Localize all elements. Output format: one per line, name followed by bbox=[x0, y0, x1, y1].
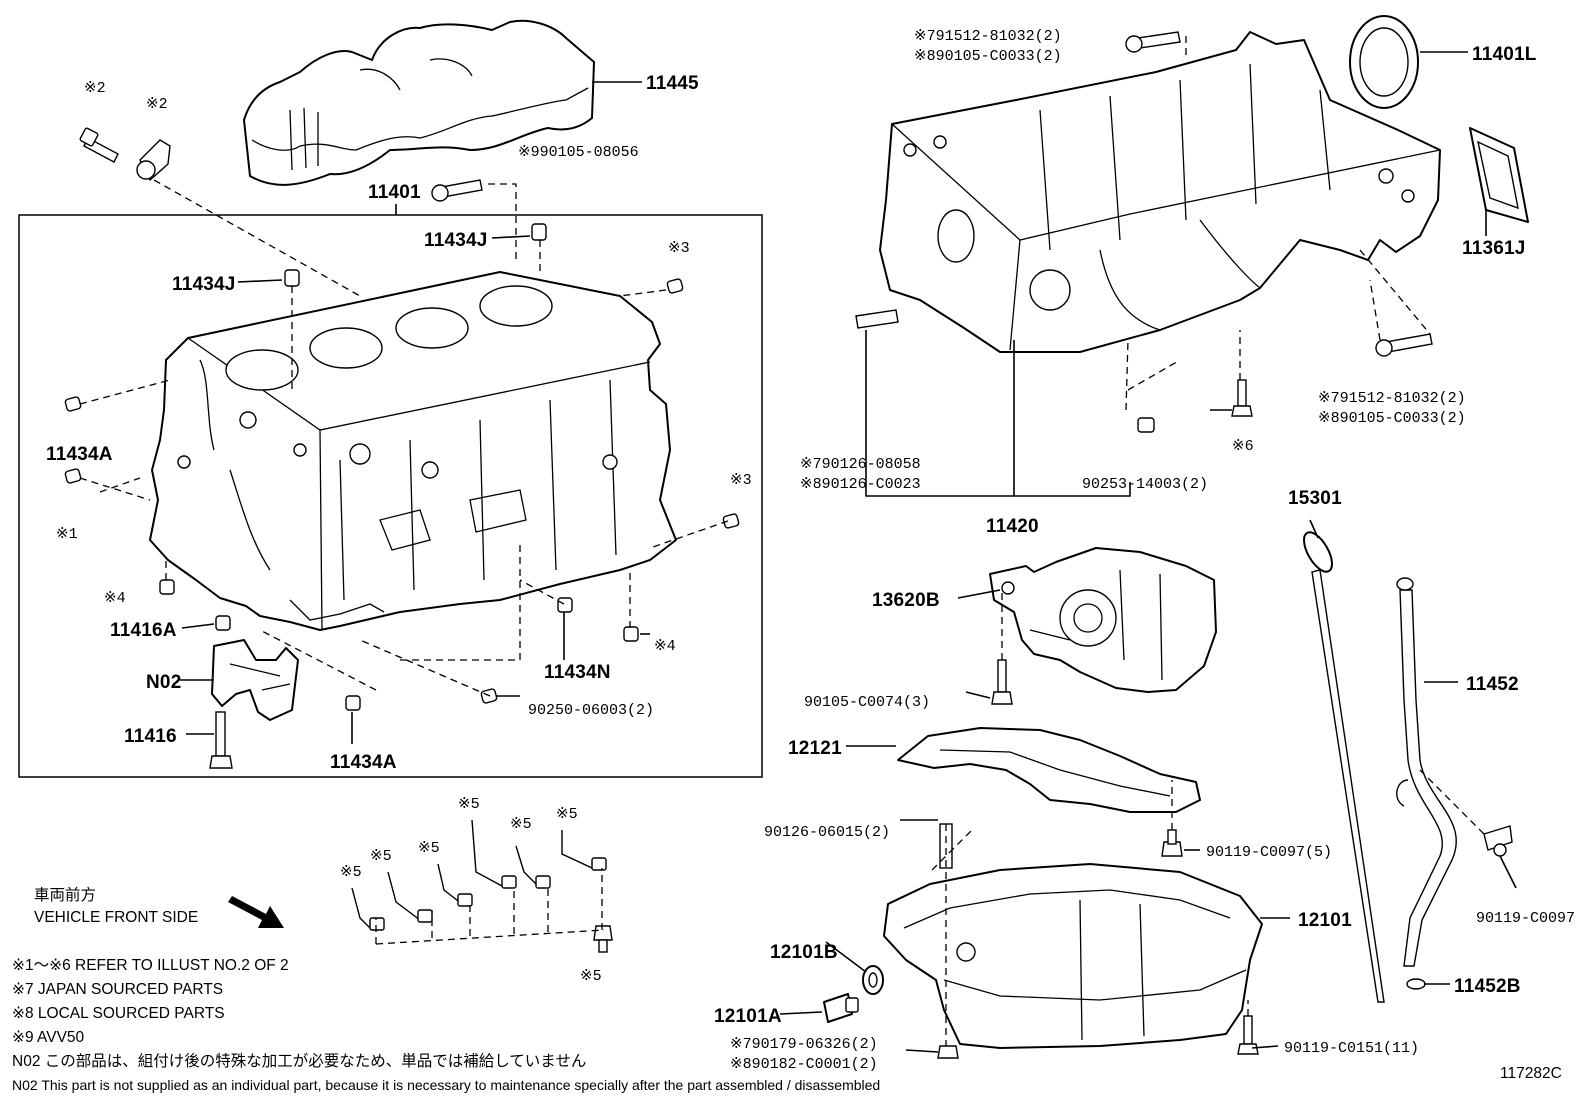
bracket-lines bbox=[395, 204, 1131, 497]
ref-90119-C0151: 90119-C0151(11) bbox=[1284, 1040, 1419, 1057]
ref-90253-14003: 90253-14003(2) bbox=[1082, 476, 1208, 493]
cover-11361J bbox=[1469, 127, 1529, 223]
label-12101: 12101 bbox=[1298, 910, 1352, 931]
ref-5-b: ※5 bbox=[370, 848, 392, 865]
note-n02-jp: N02 この部品は、組付け後の特殊な加工が必要なため、単品では補給していません bbox=[12, 1052, 586, 1070]
label-11445: 11445 bbox=[646, 73, 699, 94]
vehicle-front-en: VEHICLE FRONT SIDE bbox=[34, 909, 198, 926]
ref-90105-top: ※890105-C0033(2) bbox=[914, 48, 1062, 65]
ref-5-c: ※5 bbox=[418, 840, 440, 857]
ref-9-bolt: ※990105-08056 bbox=[518, 144, 639, 161]
ref-3-lower: ※3 bbox=[730, 472, 752, 489]
reference-labels: ※2 ※2 ※990105-08056 ※3 ※3 ※1 ※4 ※4 90250… bbox=[56, 28, 1575, 1073]
label-12101B: 12101B bbox=[770, 942, 838, 963]
ref-90119-C0097-5: 90119-C0097(5) bbox=[1206, 844, 1332, 861]
oil-jets bbox=[351, 819, 613, 953]
oil-pan-12101 bbox=[883, 863, 1263, 1059]
note-japan-sourced: ※7 JAPAN SOURCED PARTS bbox=[12, 981, 223, 998]
label-11434J-upper: 11434J bbox=[424, 230, 488, 251]
label-11434A-left: 11434A bbox=[46, 444, 113, 465]
label-12101A: 12101A bbox=[714, 1006, 782, 1027]
ref-5-g: ※5 bbox=[580, 968, 602, 985]
dipstick-guide-11452 bbox=[1396, 577, 1513, 990]
ref-90119-C0097: 90119-C0097 bbox=[1476, 910, 1575, 927]
ref-2-sensor: ※2 bbox=[146, 96, 168, 113]
assembly-frame bbox=[18, 214, 763, 778]
label-11452B: 11452B bbox=[1454, 976, 1521, 997]
note-local-sourced: ※8 LOCAL SOURCED PARTS bbox=[12, 1005, 225, 1022]
note-avv50: ※9 AVV50 bbox=[12, 1029, 85, 1046]
label-N02: N02 bbox=[146, 672, 181, 693]
stiffening-crankcase-11420 bbox=[879, 31, 1441, 353]
label-11434N: 11434N bbox=[544, 662, 611, 683]
ref-3-upper: ※3 bbox=[668, 240, 690, 257]
drain-gasket-12101B bbox=[862, 965, 884, 995]
label-15301: 15301 bbox=[1288, 488, 1342, 509]
label-11401L: 11401L bbox=[1472, 44, 1537, 65]
ref-5-e: ※5 bbox=[510, 816, 532, 833]
cylinder-block-11401 bbox=[149, 271, 677, 631]
ref-91512-top: ※791512-81032(2) bbox=[914, 28, 1062, 45]
label-11401: 11401 bbox=[368, 182, 421, 203]
ref-5-f: ※5 bbox=[556, 806, 578, 823]
ref-90126-06015: 90126-06015(2) bbox=[764, 824, 890, 841]
label-11434A-bottom: 11434A bbox=[330, 752, 397, 773]
ref-90126-08058: ※790126-08058 bbox=[800, 456, 921, 473]
ref-5-d: ※5 bbox=[458, 796, 480, 813]
ref-6: ※6 bbox=[1232, 438, 1254, 455]
ref-2-bolt: ※2 bbox=[84, 80, 106, 97]
vehicle-front-arrow-icon bbox=[228, 896, 284, 928]
ref-90250-06003: 90250-06003(2) bbox=[528, 702, 654, 719]
oil-pump-13620B bbox=[989, 547, 1217, 705]
notes: 車両前方 VEHICLE FRONT SIDE ※1～※6 REFER TO I… bbox=[12, 886, 1562, 1093]
ref-4-left: ※4 bbox=[104, 590, 126, 607]
part-labels: 11445 11401L 11401 11361J 11434J 11434J … bbox=[46, 44, 1537, 1027]
ref-90105-right: ※890105-C0033(2) bbox=[1318, 410, 1466, 427]
label-11361J: 11361J bbox=[1462, 238, 1526, 259]
vehicle-front-jp: 車両前方 bbox=[34, 886, 96, 904]
ref-1: ※1 bbox=[56, 526, 78, 543]
dipstick-15301 bbox=[1303, 531, 1385, 1003]
ref-90182-C0001: ※890182-C0001(2) bbox=[730, 1056, 878, 1073]
ref-4-right: ※4 bbox=[654, 638, 676, 655]
leader-lines bbox=[180, 51, 1517, 1053]
diagram-id: 117282C bbox=[1500, 1065, 1562, 1082]
label-13620B: 13620B bbox=[872, 590, 940, 611]
sensor-bolt-pair bbox=[79, 127, 171, 182]
ref-90179-06326: ※790179-06326(2) bbox=[730, 1036, 878, 1053]
bearing-cap-n02 bbox=[209, 639, 299, 769]
label-11416: 11416 bbox=[124, 726, 177, 747]
label-11434J-left: 11434J bbox=[172, 274, 236, 295]
baffle-plate-12121 bbox=[897, 727, 1201, 869]
label-11416A: 11416A bbox=[110, 620, 177, 641]
ref-90105-C0074: 90105-C0074(3) bbox=[804, 694, 930, 711]
label-12121: 12121 bbox=[788, 738, 842, 759]
ref-90126-C0023: ※890126-C0023 bbox=[800, 476, 921, 493]
label-11452: 11452 bbox=[1466, 674, 1519, 695]
dashed-connectors bbox=[79, 36, 1485, 1046]
label-11420: 11420 bbox=[986, 516, 1039, 537]
insulator-11445 bbox=[243, 19, 595, 186]
oil-seal-11401L bbox=[1349, 15, 1419, 109]
note-refer-illust: ※1～※6 REFER TO ILLUST NO.2 OF 2 bbox=[12, 957, 289, 974]
ref-5-a: ※5 bbox=[340, 864, 362, 881]
ref-91512-right: ※791512-81032(2) bbox=[1318, 390, 1466, 407]
note-n02-en: N02 This part is not supplied as an indi… bbox=[12, 1077, 880, 1093]
drain-plug-12101A bbox=[823, 993, 859, 1023]
crankcase-bolts bbox=[855, 31, 1433, 433]
